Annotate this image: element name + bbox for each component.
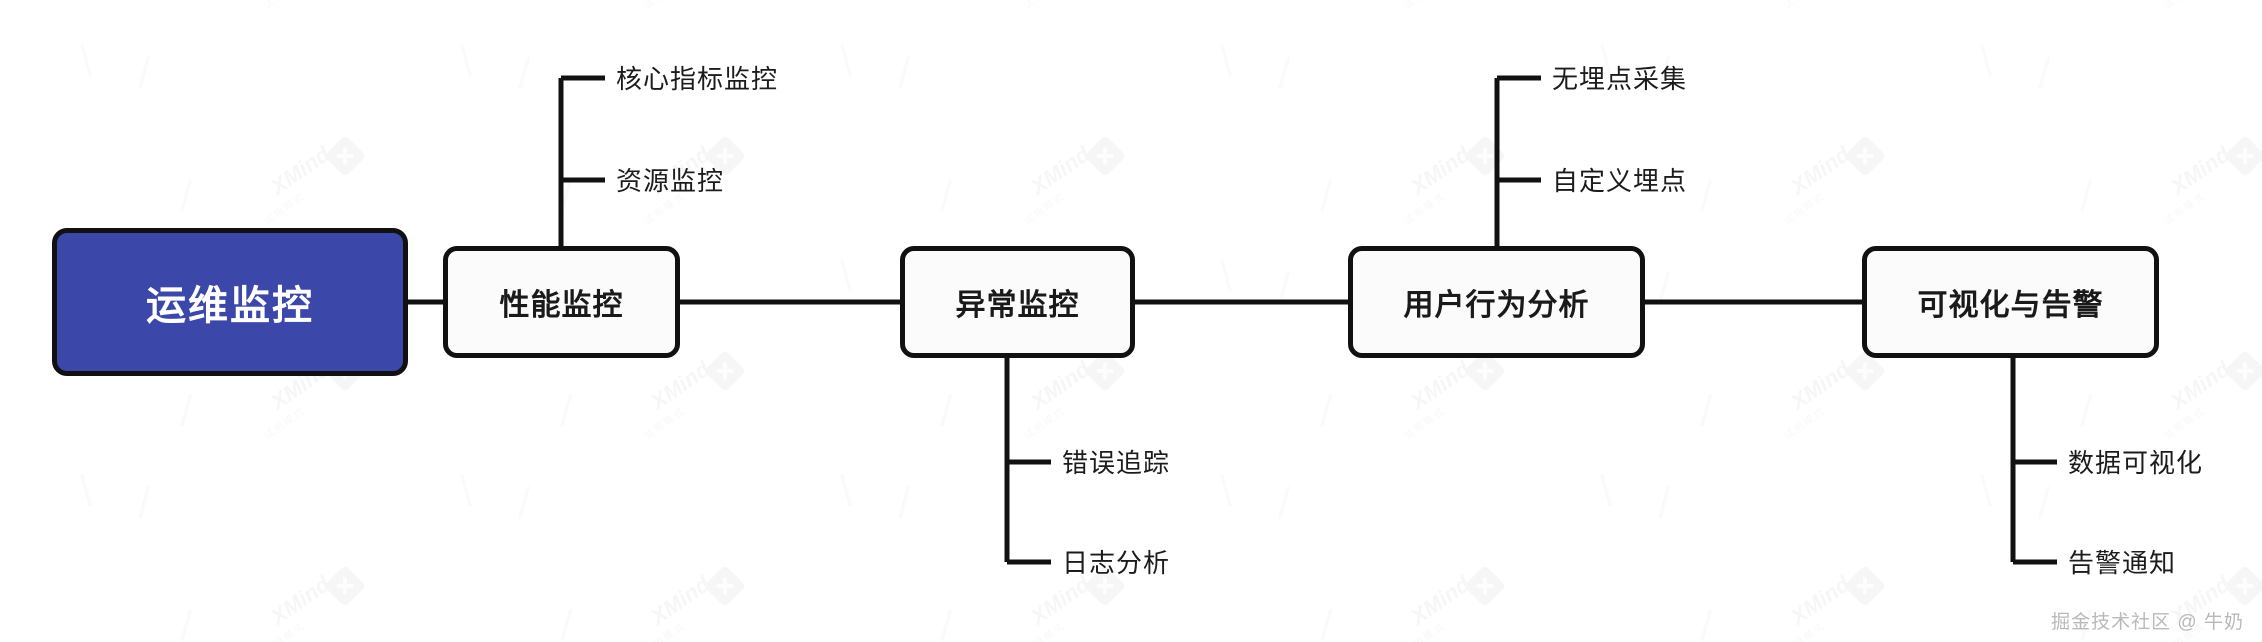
branch-node-exception-monitoring[interactable]: 异常监控	[900, 246, 1135, 358]
root-node[interactable]: 运维监控	[52, 228, 408, 376]
branch-node-visualization-and-alerting[interactable]: 可视化与告警	[1862, 246, 2159, 358]
credit-watermark: 掘金技术社区 @ 牛奶	[2051, 612, 2244, 633]
leaf-label-core-metrics-monitoring[interactable]: 核心指标监控	[616, 64, 779, 94]
leaf-label-custom-tracking[interactable]: 自定义埋点	[1552, 166, 1688, 196]
branch-node-user-behavior-analysis[interactable]: 用户行为分析	[1348, 246, 1645, 358]
leaf-label-codeless-tracking[interactable]: 无埋点采集	[1552, 64, 1688, 94]
branch-node-label: 可视化与告警	[1917, 289, 2104, 322]
leaf-label-log-analysis[interactable]: 日志分析	[1062, 548, 1171, 578]
leaf-label-data-visualization[interactable]: 数据可视化	[2068, 448, 2204, 478]
branch-node-performance-monitoring[interactable]: 性能监控	[443, 246, 680, 358]
branch-node-label: 用户行为分析	[1403, 289, 1590, 322]
leaf-label-error-tracking[interactable]: 错误追踪	[1062, 448, 1171, 478]
root-node-label: 运维监控	[146, 284, 314, 328]
branch-node-label: 异常监控	[955, 289, 1080, 322]
leaf-label-resource-monitoring[interactable]: 资源监控	[616, 166, 725, 196]
branch-node-label: 性能监控	[499, 289, 624, 322]
leaf-label-alert-notification[interactable]: 告警通知	[2068, 548, 2177, 578]
